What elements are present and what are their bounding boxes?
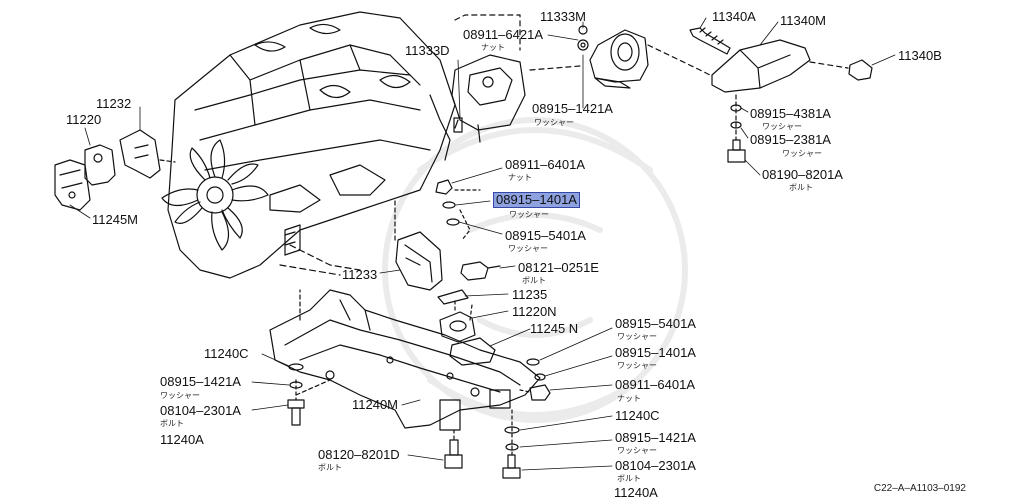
part-sub-08915-2381A: ワッシャー	[782, 149, 822, 158]
part-label-08121-0251E[interactable]: 08121–0251E	[518, 260, 599, 275]
part-sub-08120-8201D: ボルト	[318, 463, 342, 472]
part-label-11240M[interactable]: 11240M	[352, 397, 399, 412]
part-label-11240C-left[interactable]: 11240C	[204, 346, 249, 361]
part-sub-08915-1421A-left: ワッシャー	[160, 391, 200, 400]
part-label-11340B[interactable]: 11340B	[898, 48, 942, 63]
top-mount-drawing	[451, 14, 711, 143]
part-label-11232[interactable]: 11232	[96, 96, 132, 111]
part-sub-08915-1421A-right: ワッシャー	[617, 446, 657, 455]
part-sub-08911-6421A: ナット	[481, 43, 505, 52]
part-label-08915-1421A-top[interactable]: 08915–1421A	[532, 101, 613, 116]
part-label-11340M[interactable]: 11340M	[780, 13, 827, 28]
part-label-11340A[interactable]: 11340A	[712, 9, 756, 24]
part-label-08915-5401A-bottom[interactable]: 08915–5401A	[615, 316, 696, 331]
part-label-08120-8201D[interactable]: 08120–8201D	[318, 447, 400, 462]
part-sub-08915-5401A-top: ワッシャー	[508, 244, 548, 253]
part-label-08915-5401A-top[interactable]: 08915–5401A	[505, 228, 586, 243]
part-label-08915-1401A-top-highlighted[interactable]: 08915–1401A	[493, 192, 580, 208]
part-label-11333D[interactable]: 11333D	[405, 43, 450, 58]
left-mount-drawing	[54, 129, 176, 211]
centre-mount-drawing	[395, 179, 501, 366]
part-label-08915-2381A[interactable]: 08915–2381A	[750, 132, 831, 147]
part-label-08190-8201A[interactable]: 08190–8201A	[762, 167, 843, 182]
watermark-emblem	[382, 117, 688, 423]
part-label-11240A-right[interactable]: 11240A	[614, 485, 658, 500]
part-label-11220[interactable]: 11220	[66, 112, 102, 127]
part-label-08911-6421A[interactable]: 08911–6421A	[463, 27, 544, 42]
part-label-08104-2301A-right[interactable]: 08104–2301A	[615, 458, 696, 473]
part-label-08915-4381A[interactable]: 08915–4381A	[750, 106, 831, 121]
part-sub-08915-5401A-bottom: ワッシャー	[617, 332, 657, 341]
right-mount-drawing	[689, 27, 873, 163]
part-label-11240C-right[interactable]: 11240C	[615, 408, 660, 423]
part-sub-08190-8201A: ボルト	[789, 183, 813, 192]
part-label-11220N[interactable]: 11220N	[512, 304, 557, 319]
part-label-11245M[interactable]: 11245M	[92, 212, 139, 227]
part-label-11245N[interactable]: 11245 N	[530, 321, 579, 336]
part-sub-08915-4381A: ワッシャー	[762, 122, 802, 131]
part-sub-08911-6401A-top: ナット	[508, 173, 532, 182]
part-label-08915-1401A-bottom[interactable]: 08915–1401A	[615, 345, 696, 360]
part-label-11233[interactable]: 11233	[342, 267, 378, 282]
part-sub-08104-2301A-left: ボルト	[160, 419, 184, 428]
part-label-08915-1421A-right[interactable]: 08915–1421A	[615, 430, 696, 445]
part-sub-08121-0251E: ボルト	[522, 276, 546, 285]
crossmember-drawing	[269, 199, 541, 431]
part-label-08911-6401A-top[interactable]: 08911–6401A	[505, 157, 586, 172]
part-label-08104-2301A-left[interactable]: 08104–2301A	[160, 403, 241, 418]
part-sub-08911-6401A-bottom: ナット	[617, 394, 641, 403]
part-label-08915-1421A-left[interactable]: 08915–1421A	[160, 374, 241, 389]
part-label-08911-6401A-bottom[interactable]: 08911–6401A	[615, 377, 696, 392]
engine-block-drawing	[161, 11, 456, 279]
part-sub-08915-1421A-top: ワッシャー	[534, 118, 574, 127]
part-sub-08915-1401A-bottom: ワッシャー	[617, 361, 657, 370]
part-label-11235[interactable]: 11235	[512, 287, 548, 302]
part-label-11240A-left[interactable]: 11240A	[160, 432, 204, 447]
leader-lines	[69, 17, 896, 471]
lower-hardware-drawing	[287, 358, 551, 479]
part-sub-08915-1401A-top: ワッシャー	[509, 210, 549, 219]
part-label-11333M[interactable]: 11333M	[540, 9, 587, 24]
diagram-reference-code: C22–A–A1103–0192	[873, 483, 966, 494]
part-sub-08104-2301A-right: ボルト	[617, 474, 641, 483]
